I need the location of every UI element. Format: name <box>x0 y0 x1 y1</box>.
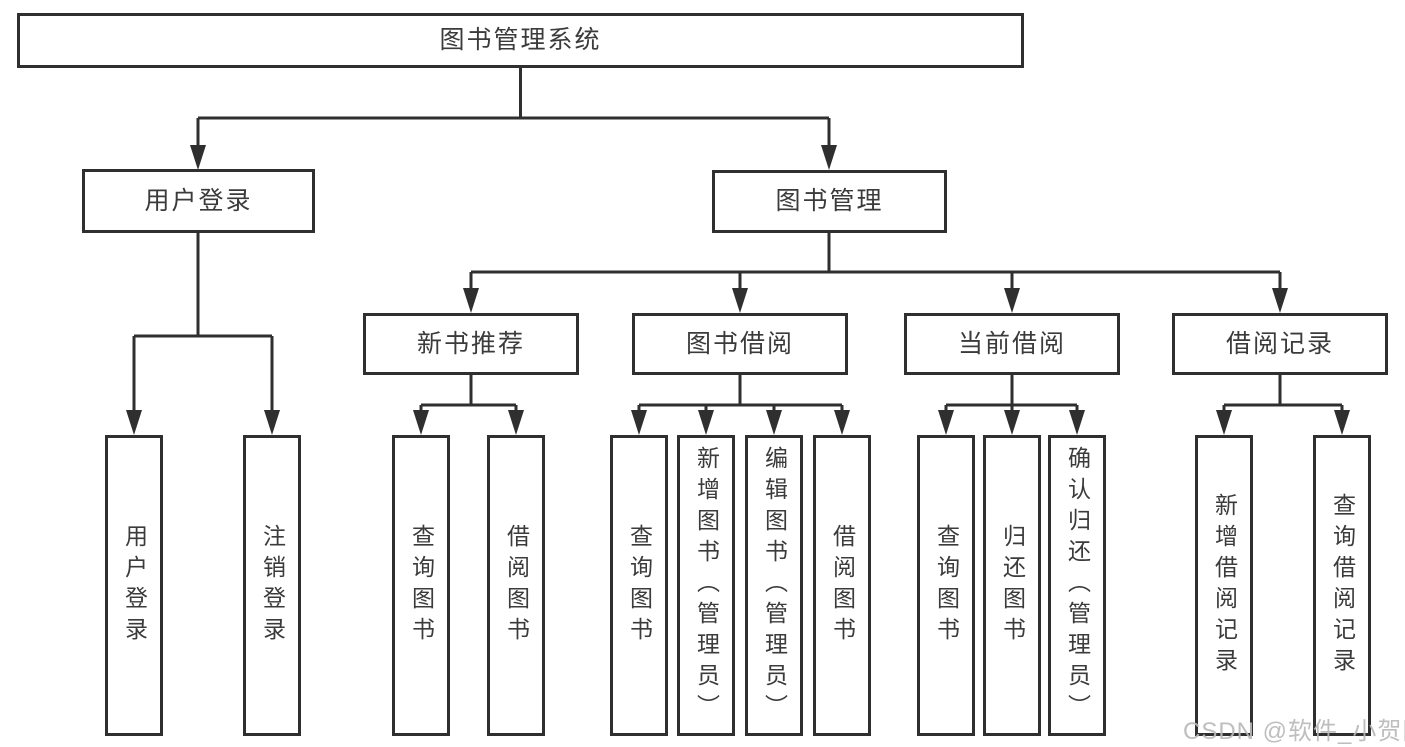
node-label: 借阅图书 <box>503 523 530 648</box>
leaf-query-books-borrowing: 查询图书 <box>610 435 668 736</box>
node-label: 图书管理 <box>775 187 884 215</box>
leaf-add-borrow-record: 新增借阅记录 <box>1195 435 1253 736</box>
node-label: 编辑图书（管理员） <box>761 446 788 725</box>
node-book-management: 图书管理 <box>712 170 947 233</box>
node-label: 用户登录 <box>121 523 148 648</box>
node-label: 注销登录 <box>259 523 286 648</box>
node-label: 借阅记录 <box>1225 329 1334 358</box>
node-label: 借阅图书 <box>829 523 856 648</box>
leaf-query-borrow-record: 查询借阅记录 <box>1313 435 1371 736</box>
leaf-confirm-return-admin: 确认归还（管理员） <box>1048 435 1106 736</box>
arrowheads <box>126 145 1350 435</box>
node-label: 查询借阅记录 <box>1329 492 1356 679</box>
leaf-borrow-books-borrowing: 借阅图书 <box>813 435 871 736</box>
leaf-add-book-admin: 新增图书（管理员） <box>677 435 735 736</box>
node-label: 新增图书（管理员） <box>693 446 720 725</box>
node-label: 图书借阅 <box>685 329 794 358</box>
node-label: 查询图书 <box>408 523 435 648</box>
node-label: 确认归还（管理员） <box>1064 446 1091 725</box>
node-label: 归还图书 <box>999 523 1026 648</box>
leaf-borrow-books-new-book: 借阅图书 <box>487 435 545 736</box>
csdn-watermark: CSDN @软件_小贺同学 <box>1183 718 1405 745</box>
node-label: 新书推荐 <box>416 329 525 358</box>
leaf-query-books-current: 查询图书 <box>917 435 975 736</box>
node-current-borrowing: 当前借阅 <box>904 313 1120 375</box>
node-library-management-system: 图书管理系统 <box>17 13 1024 68</box>
node-label: 图书管理系统 <box>439 26 602 54</box>
node-user-login-group: 用户登录 <box>82 169 315 233</box>
node-label: 查询图书 <box>933 523 960 648</box>
node-book-borrowing: 图书借阅 <box>632 313 848 375</box>
node-borrowing-records: 借阅记录 <box>1172 313 1388 375</box>
node-label: 查询图书 <box>626 523 653 648</box>
leaf-query-books-new-book: 查询图书 <box>392 435 450 736</box>
node-label: 用户登录 <box>144 186 253 215</box>
leaf-return-book: 归还图书 <box>983 435 1041 736</box>
leaf-user-login: 用户登录 <box>105 435 163 736</box>
leaf-edit-book-admin: 编辑图书（管理员） <box>745 435 803 736</box>
node-label: 新增借阅记录 <box>1211 492 1238 679</box>
node-new-book-recommendation: 新书推荐 <box>363 313 579 375</box>
leaf-logout: 注销登录 <box>243 435 301 736</box>
node-label: 当前借阅 <box>957 329 1066 358</box>
